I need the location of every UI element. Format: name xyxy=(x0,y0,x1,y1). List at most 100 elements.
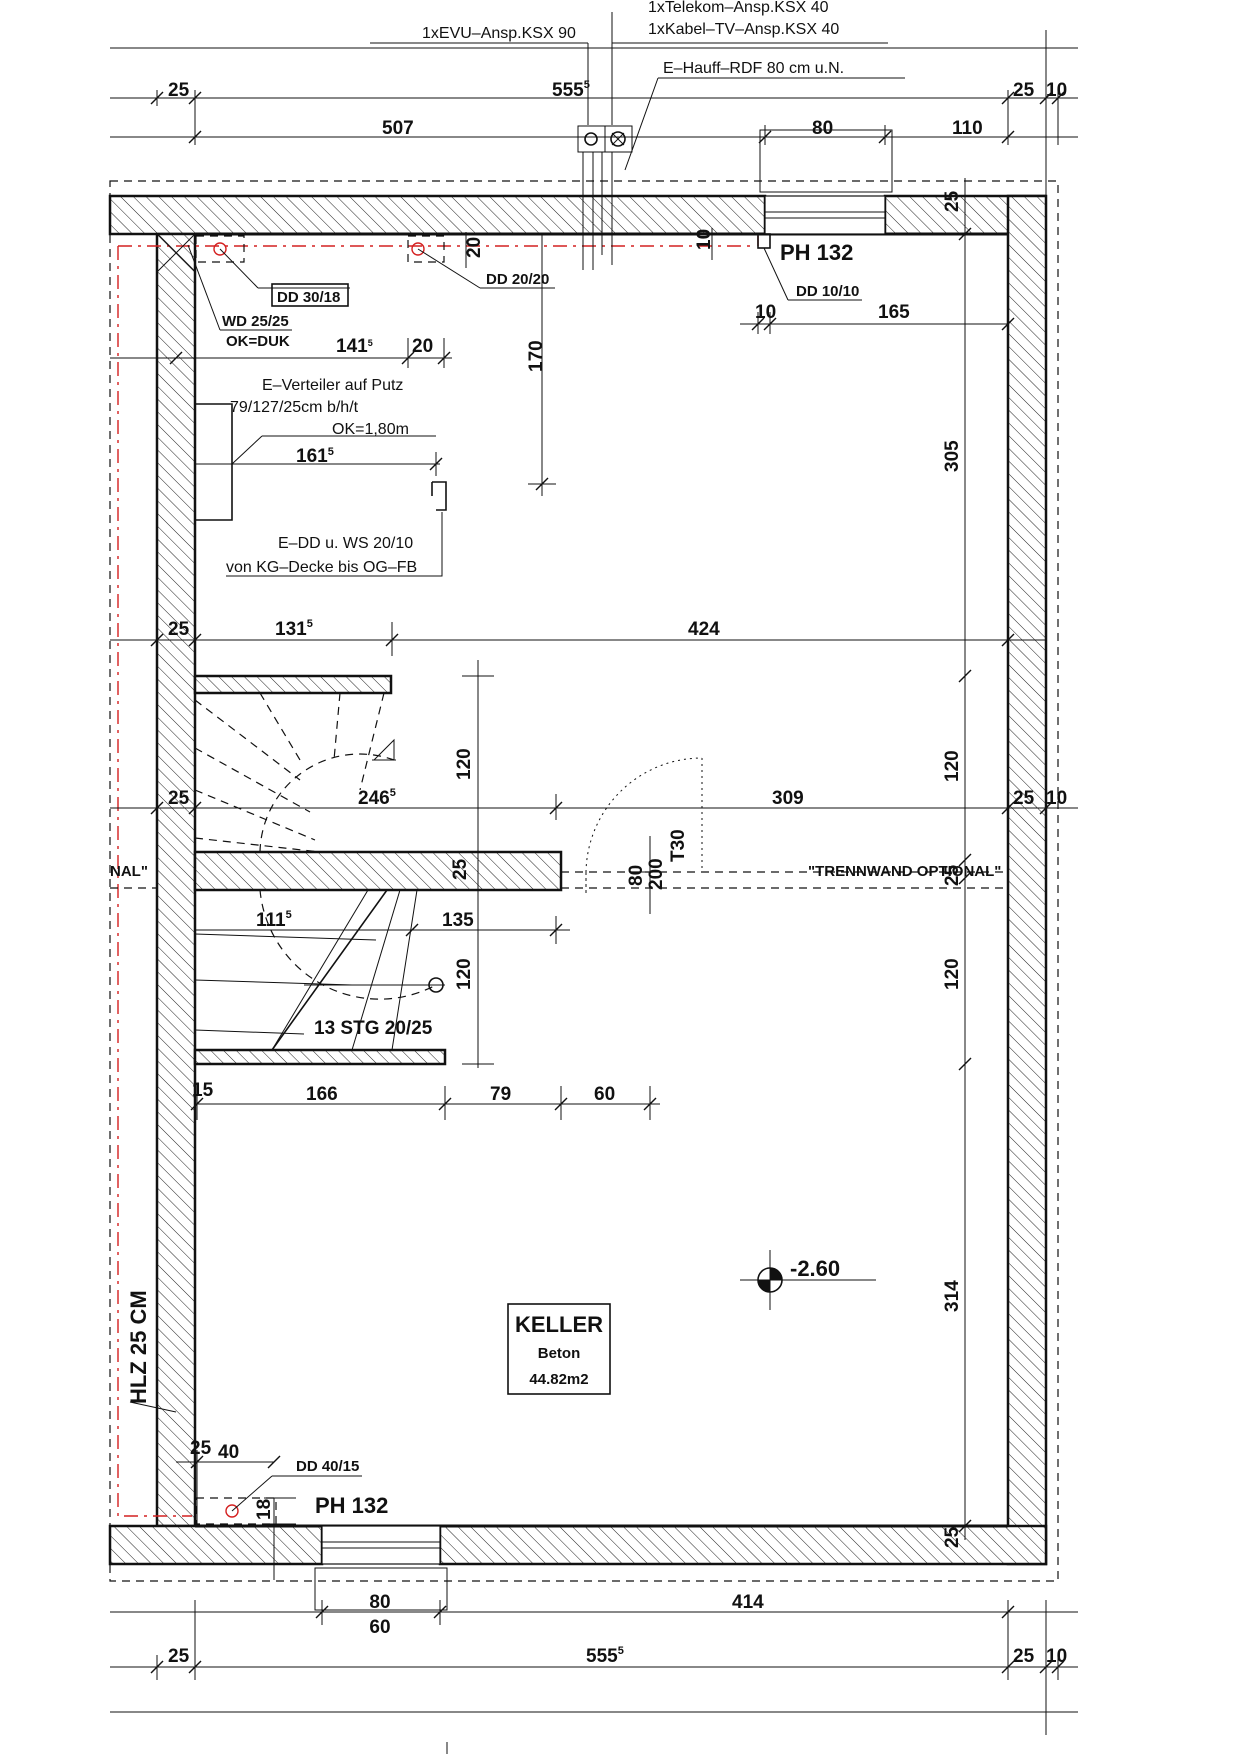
dim-top-110: 110 xyxy=(952,118,983,139)
label-ok-duk: OK=DUK xyxy=(226,333,290,350)
label-door-h: 200 xyxy=(646,858,667,890)
note-kabel: 1xKabel–TV–Ansp.KSX 40 xyxy=(648,21,839,38)
level-marker-icon xyxy=(740,1250,876,1310)
window-top xyxy=(759,129,893,235)
dim-line-170 xyxy=(528,234,556,496)
dim-row2-309: 309 xyxy=(772,788,804,809)
label-wall-material: HLZ 25 CM xyxy=(126,1290,151,1404)
evu-socket-icon xyxy=(584,132,598,146)
label-ph-top: PH 132 xyxy=(780,240,853,265)
dim-top-507: 507 xyxy=(382,118,414,139)
dim-line-141-20 xyxy=(110,338,452,368)
dim-120-right-upper: 120 xyxy=(942,750,963,782)
dim-120-stair-upper: 120 xyxy=(454,748,475,780)
dim-line-right xyxy=(958,178,972,1540)
door-t30 xyxy=(585,757,703,914)
dim-top-left-25: 25 xyxy=(168,80,190,101)
dim-120-right-lower: 120 xyxy=(942,958,963,990)
label-dd-40-15: DD 40/15 xyxy=(296,1458,359,1475)
dim-top-555: 5555 xyxy=(552,79,590,101)
dim-line-10-165 xyxy=(740,312,1015,334)
room-label-box xyxy=(507,1303,611,1395)
note-verteiler-1: E–Verteiler auf Putz xyxy=(262,377,403,394)
dim-bottom-60: 60 xyxy=(369,1617,390,1638)
dim-135: 135 xyxy=(442,910,474,931)
dim-40: 40 xyxy=(218,1442,239,1463)
telekom-socket-icon xyxy=(610,131,626,147)
dim-25-wall: 25 xyxy=(450,858,471,880)
dim-18: 18 xyxy=(254,1499,275,1520)
dim-stair-vertical xyxy=(462,660,494,1068)
dim-111: 1115 xyxy=(256,909,292,931)
walls xyxy=(108,194,1048,1566)
dim-row-1 xyxy=(110,622,1046,656)
dim-row1-25: 25 xyxy=(168,619,190,640)
room-name: KELLER xyxy=(515,1312,603,1337)
dim-top-80: 80 xyxy=(812,118,833,139)
dim-bottom-right-10: 10 xyxy=(1046,1646,1067,1667)
e-verteiler-box xyxy=(195,403,443,521)
dim-row2-25: 25 xyxy=(168,788,190,809)
staircase xyxy=(193,674,563,1066)
room-material: Beton xyxy=(538,1345,581,1362)
label-dd-20-20: DD 20/20 xyxy=(486,271,549,288)
dim-row-3 xyxy=(190,1086,660,1120)
dim-row3-60: 60 xyxy=(594,1084,615,1105)
dim-row2-246: 2465 xyxy=(358,787,396,809)
dim-bottom-80: 80 xyxy=(369,1592,390,1613)
dim-120-stair-lower: 120 xyxy=(454,958,475,990)
note-verteiler-2: 79/127/25cm b/h/t xyxy=(230,399,359,416)
dim-row3-79: 79 xyxy=(490,1084,511,1105)
label-dd-10-10: DD 10/10 xyxy=(796,283,859,300)
dim-10-vertical: 10 xyxy=(694,229,715,250)
dim-305: 305 xyxy=(942,440,963,472)
dim-10: 10 xyxy=(755,302,776,323)
dim-top-right-10: 10 xyxy=(1046,80,1067,101)
note-verteiler-3: OK=1,80m xyxy=(332,421,409,438)
opening-dd-40-15 xyxy=(176,1450,362,1580)
label-dd-30-18: DD 30/18 xyxy=(277,289,340,306)
label-door-w: 80 xyxy=(626,865,647,886)
room-area: 44.82m2 xyxy=(529,1371,588,1388)
dim-row1-424: 424 xyxy=(688,619,720,640)
dim-row2-10r: 10 xyxy=(1046,788,1067,809)
dim-20: 20 xyxy=(412,336,433,357)
outline-dashed xyxy=(109,180,1059,1582)
dim-bottom-414: 414 xyxy=(732,1592,764,1613)
note-telekom: 1xTelekom–Ansp.KSX 40 xyxy=(648,0,829,16)
bottom-dimensions xyxy=(110,1600,1078,1754)
label-stairs: 13 STG 20/25 xyxy=(314,1018,433,1039)
dim-row3-166: 166 xyxy=(306,1084,338,1105)
dim-row-111-135 xyxy=(195,916,570,944)
utility-connections xyxy=(370,12,905,270)
dim-161: 1615 xyxy=(296,446,334,467)
dim-314: 314 xyxy=(942,1280,963,1312)
note-ws-2: von KG–Decke bis OG–FB xyxy=(226,559,417,576)
label-ph-bottom: PH 132 xyxy=(315,1493,388,1518)
label-wd: WD 25/25 xyxy=(222,313,289,330)
note-evu: 1xEVU–Ansp.KSX 90 xyxy=(422,25,576,42)
dim-141: 1415 xyxy=(336,336,373,357)
opening-dd-10-10 xyxy=(711,228,862,301)
label-trennwand-right: "TRENNWAND OPTIONAL" xyxy=(808,863,1001,880)
dim-bottom-right-25: 25 xyxy=(1013,1646,1035,1667)
window-bottom xyxy=(314,1525,448,1611)
dim-row3-15: 15 xyxy=(192,1080,214,1101)
note-hauff: E–Hauff–RDF 80 cm u.N. xyxy=(663,60,844,77)
dim-20-vertical: 20 xyxy=(464,237,485,258)
top-dimensions xyxy=(110,30,1078,200)
trennwand-optional xyxy=(110,871,1008,889)
dim-170: 170 xyxy=(526,340,547,372)
dim-165: 165 xyxy=(878,302,910,323)
dim-row-2 xyxy=(110,794,1078,820)
dim-25-small: 25 xyxy=(190,1438,212,1459)
label-trennwand-left: NAL" xyxy=(110,863,148,880)
dim-bottom-25: 25 xyxy=(168,1646,190,1667)
note-ws-1: E–DD u. WS 20/10 xyxy=(278,535,413,552)
level-value: -2.60 xyxy=(790,1256,840,1281)
dim-bottom-555: 5555 xyxy=(586,1645,624,1667)
dim-right-25-top: 25 xyxy=(942,190,963,212)
label-door-t30: T30 xyxy=(668,829,689,862)
opening-wd xyxy=(156,233,292,331)
dim-25-right: 25 xyxy=(942,864,963,886)
